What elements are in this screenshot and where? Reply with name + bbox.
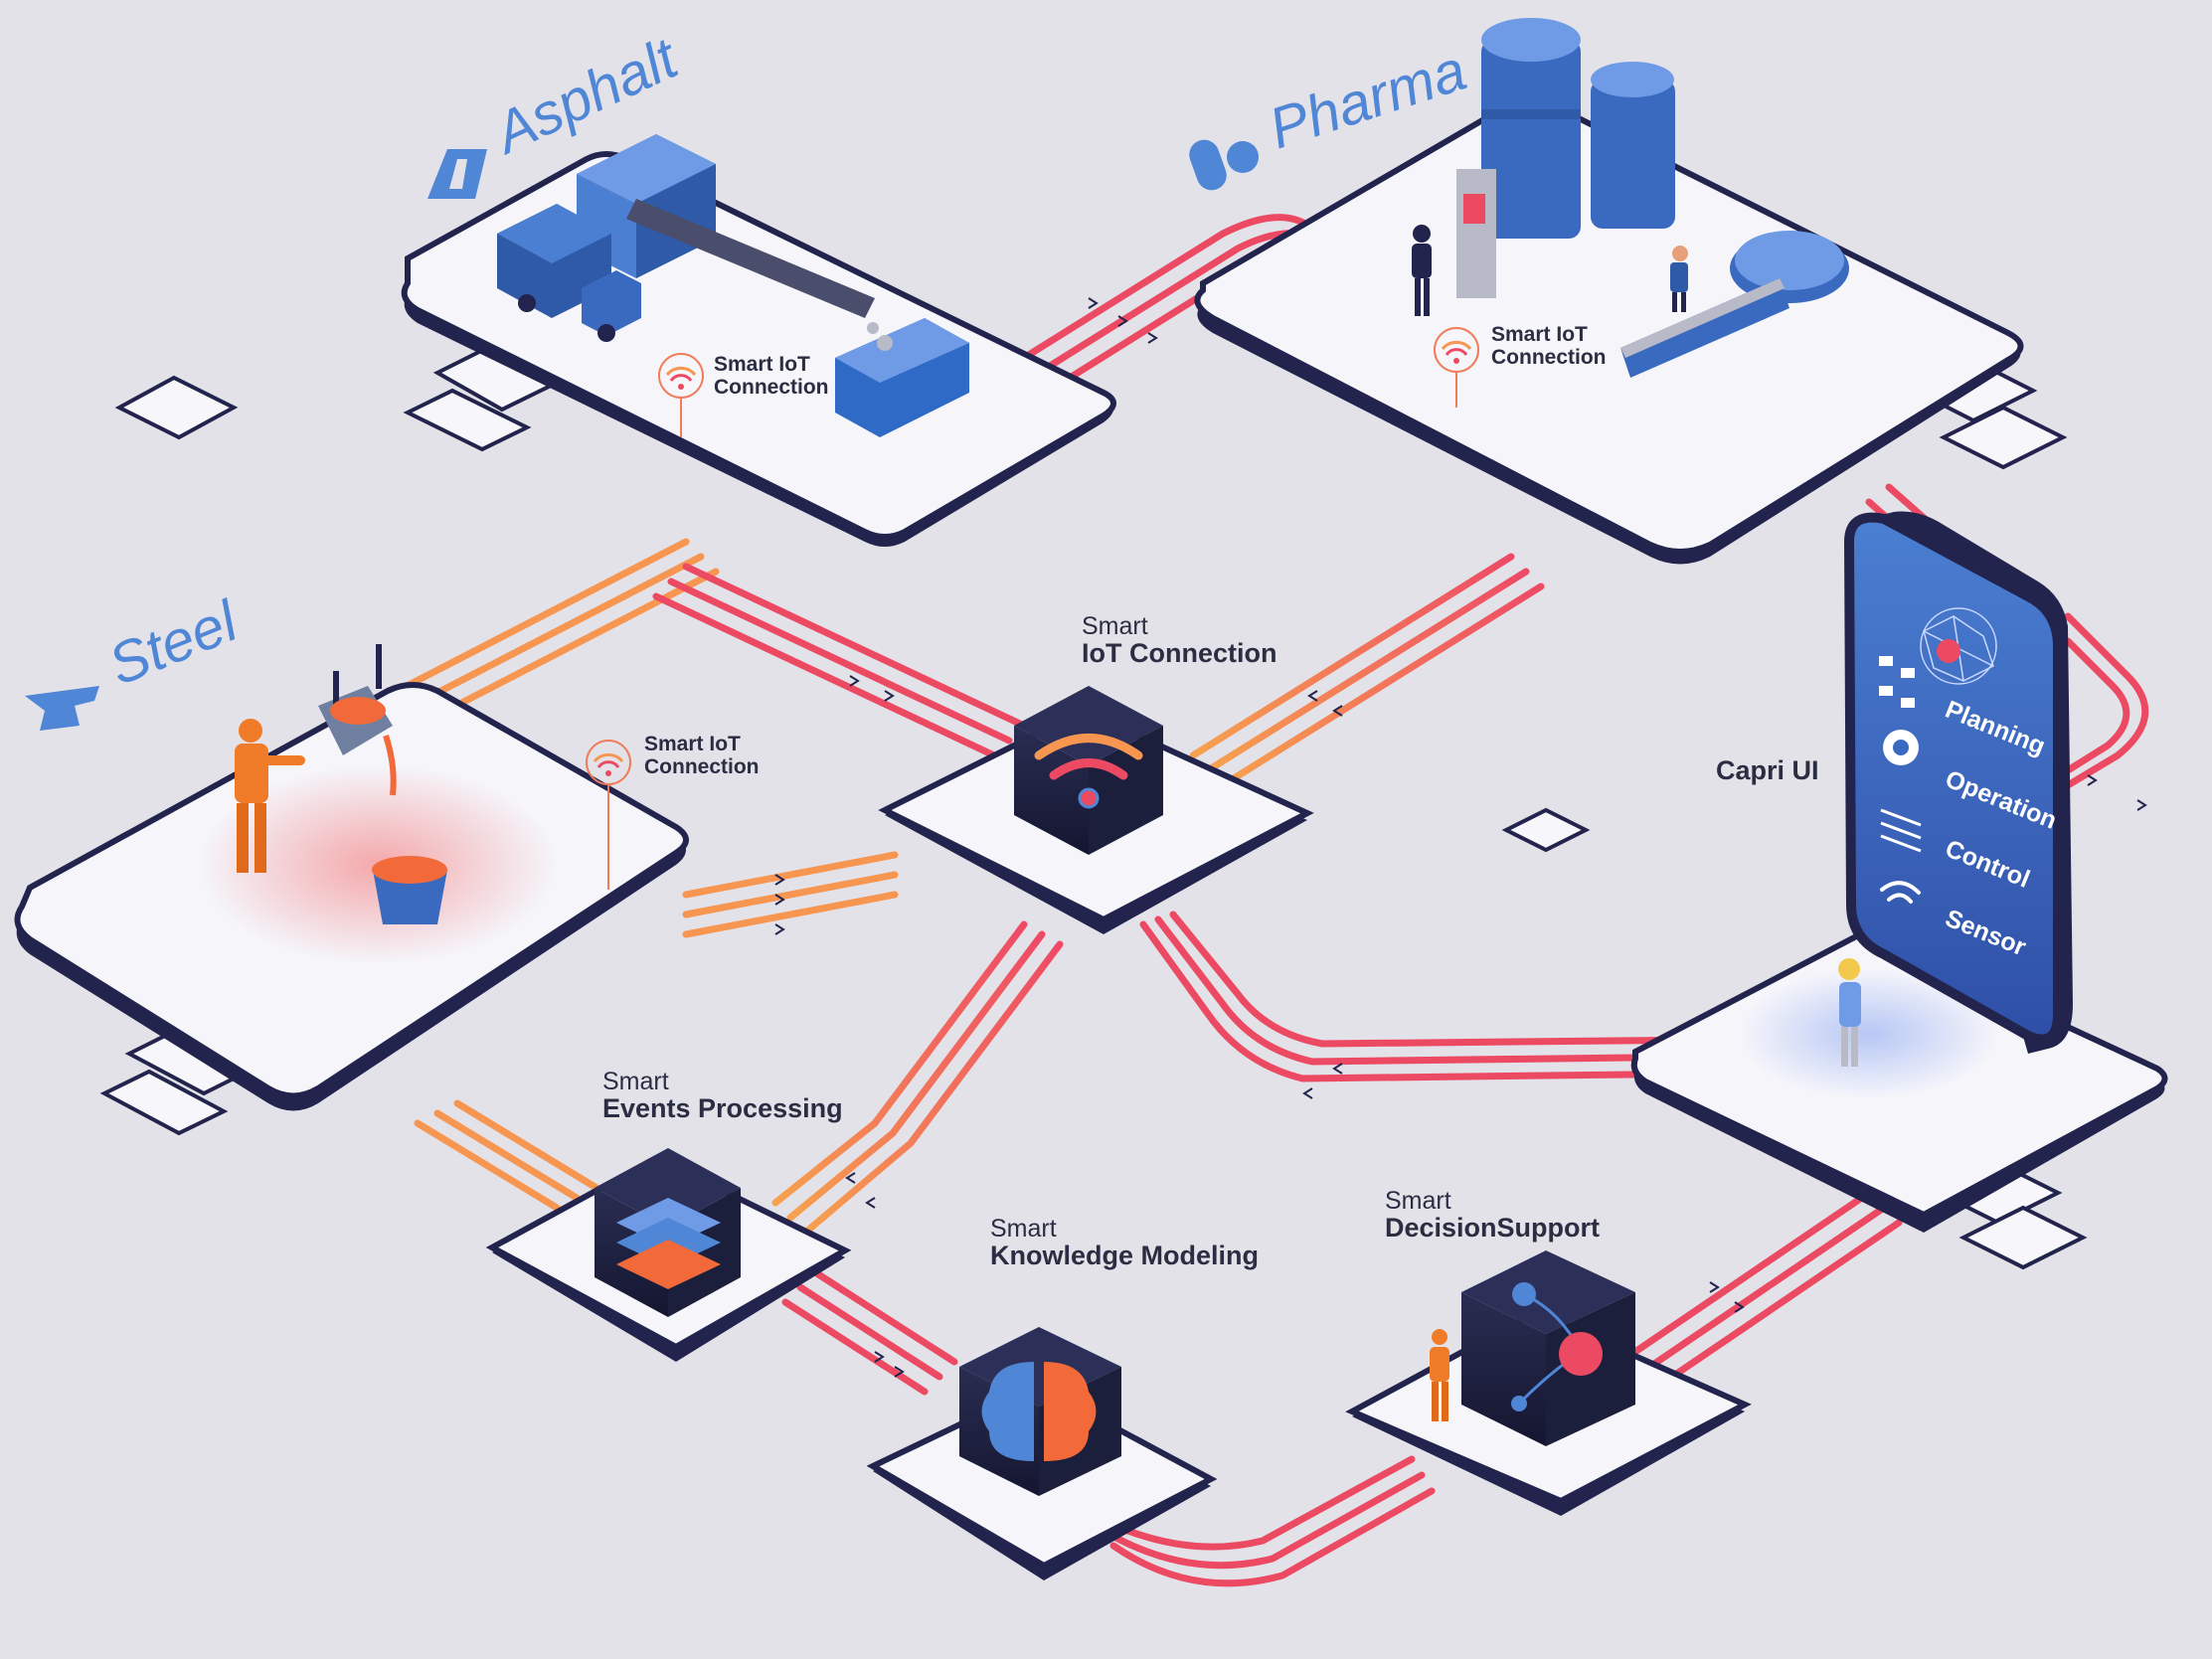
- direction-arrows: [774, 297, 2147, 1378]
- track-events-knowledge: [781, 1268, 958, 1396]
- decision-node-title-bottom: DecisionSupport: [1385, 1213, 1600, 1243]
- pharma-platform: Smart IoT Connection: [1194, 18, 2024, 565]
- track-asphalt-iot: [652, 563, 1028, 759]
- gear-icon: [1883, 730, 1919, 765]
- steel-plant-illustration: [235, 644, 447, 924]
- track-decision-capri: [1616, 1189, 1903, 1396]
- pharma-iot-marker: [1434, 327, 1479, 408]
- track-steel-iot: [682, 851, 899, 938]
- worker-figure: [1430, 1329, 1449, 1421]
- events-node-title-top: Smart: [602, 1068, 669, 1095]
- steel-sector-heading: Steel: [25, 587, 248, 731]
- asphalt-connection-label-2: Connection: [714, 376, 829, 399]
- track-steel-events: [414, 1099, 600, 1212]
- steel-iot-marker: [586, 740, 631, 890]
- asphalt-connection-label-1: Smart IoT: [714, 353, 810, 376]
- asphalt-plant-illustration: [497, 134, 969, 437]
- sliders-icon: [1880, 808, 1922, 853]
- decision-flow-icon: [1511, 1282, 1603, 1411]
- flowchart-icon: [1879, 656, 1915, 708]
- wifi-icon: [1034, 734, 1143, 809]
- events-node-title-bottom: Events Processing: [602, 1093, 843, 1123]
- iot-node-title-bottom: IoT Connection: [1082, 638, 1276, 668]
- anvil-icon: [25, 686, 99, 731]
- events-node: Smart Events Processing: [485, 1068, 852, 1362]
- road-icon: [427, 149, 487, 199]
- pharma-connection-label-2: Connection: [1491, 346, 1607, 369]
- pharma-connection-label-1: Smart IoT: [1491, 323, 1588, 346]
- decorative-tiles: [99, 345, 2088, 1270]
- user-figure: [1838, 958, 1861, 1067]
- asphalt-platform: Smart IoT Connection: [401, 134, 1116, 547]
- wifi-icon: [1880, 881, 1921, 904]
- capri-ui-title: Capri UI: [1716, 755, 1819, 785]
- track-asphalt-steel: [384, 538, 720, 730]
- decision-node-title-top: Smart: [1385, 1187, 1451, 1215]
- connection-tracks: [384, 214, 2149, 1587]
- pharma-plant-illustration: [1412, 18, 1849, 378]
- knowledge-node-title-top: Smart: [990, 1215, 1057, 1243]
- iot-node-title-top: Smart: [1082, 612, 1148, 640]
- track-pharma-iot: [1189, 553, 1545, 789]
- iot-hub-node: Smart IoT Connection: [878, 612, 1314, 934]
- asphalt-iot-marker: [658, 353, 704, 437]
- steel-connection-label-1: Smart IoT: [644, 733, 741, 755]
- knowledge-node-title-bottom: Knowledge Modeling: [990, 1241, 1259, 1270]
- layers-icon: [616, 1198, 721, 1289]
- decision-node: Smart DecisionSupport: [1345, 1187, 1752, 1516]
- steel-connection-label-2: Connection: [644, 755, 760, 778]
- track-iot-capri: [1139, 911, 1714, 1082]
- capri-phone: Planning Operation Control Sensor: [1843, 511, 2073, 1054]
- track-iot-events: [771, 920, 1064, 1237]
- steel-platform: Smart IoT Connection: [14, 644, 760, 1111]
- pill-icon: [1189, 139, 1259, 191]
- capri-ui-platform: [1630, 928, 2168, 1233]
- knowledge-node: Smart Knowledge Modeling: [866, 1215, 1259, 1580]
- brain-icon: [981, 1362, 1097, 1461]
- steel-sector-label: Steel: [100, 587, 249, 698]
- network-globe-icon: [1920, 607, 1997, 685]
